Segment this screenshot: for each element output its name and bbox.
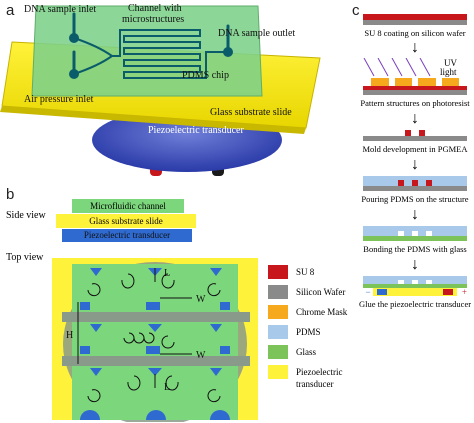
label-L-top: L: [164, 268, 170, 279]
process-step: Bonding the PDMS with glass ↓: [356, 226, 474, 276]
side-layer-piezo-text: Piezoelectric transducer: [83, 230, 171, 240]
grey-bar-1: [62, 312, 250, 322]
step-caption: Pouring PDMS on the structure: [361, 194, 469, 204]
serpentine-channel: [112, 29, 228, 79]
down-arrow-icon: ↓: [411, 156, 419, 173]
label-L-bottom: L: [164, 382, 170, 393]
legend-swatch: [268, 285, 288, 299]
legend-item: Chrome Mask: [268, 302, 364, 322]
legend-label: Piezoelectric: [296, 367, 343, 377]
step-caption: Glue the piezoelectric transducer: [358, 299, 472, 309]
legend-label: PDMS: [296, 327, 321, 337]
top-view-label: Top view: [6, 252, 44, 263]
dimension-arrows: [77, 268, 192, 388]
panel-a-illustration: DNA sample inlet Channel with microstruc…: [0, 3, 321, 176]
step-caption: SU 8 coating on silicon wafer: [364, 28, 466, 38]
step-graphic: [363, 130, 467, 141]
legend-label: Silicon Wafer: [296, 287, 346, 297]
label-air-inlet: Air pressure inlet: [24, 94, 94, 105]
panel-label-a: a: [6, 2, 15, 19]
label-transducer: Piezoelectric transducer: [148, 125, 244, 136]
step-graphic: −+: [363, 276, 467, 297]
legend-item: PDMS: [268, 322, 364, 342]
step-graphic: [363, 78, 467, 95]
top-view-diagram: L W H W L: [52, 258, 258, 422]
label-glass-slide: Glass substrate slide: [210, 107, 292, 118]
down-arrow-icon: ↓: [411, 256, 419, 273]
uv-label-2: light: [440, 67, 457, 77]
label-W-top: W: [196, 294, 206, 305]
panel-label-b: b: [6, 186, 15, 203]
panel-label-c: c: [352, 2, 360, 19]
label-W-bottom: W: [196, 350, 206, 361]
flow-swirls: [87, 273, 221, 403]
label-dna-outlet: DNA sample outlet: [218, 28, 295, 39]
side-layer-glass-text: Glass substrate slide: [89, 216, 163, 226]
step-graphic: [363, 226, 467, 241]
label-dna-inlet: DNA sample inlet: [24, 4, 96, 15]
step-graphic: [363, 14, 467, 25]
side-view-label: Side view: [6, 210, 46, 221]
minus-terminal: −: [365, 287, 371, 297]
process-step: Pouring PDMS on the structure ↓: [356, 176, 474, 226]
side-layer-glass: Glass substrate slide: [56, 214, 196, 228]
legend-label: Glass: [296, 347, 316, 357]
legend-swatch: [268, 305, 288, 319]
down-arrow-icon: ↓: [411, 110, 419, 127]
legend-item: Piezoelectric: [268, 362, 364, 382]
grey-bar-2: [62, 356, 250, 366]
process-step: SU 8 coating on silicon wafer↓: [356, 14, 474, 58]
process-step: −+Glue the piezoelectric transducer: [356, 276, 474, 309]
step-caption: Bonding the PDMS with glass: [363, 244, 467, 254]
legend-swatch: [268, 325, 288, 339]
step-graphic: [363, 176, 467, 191]
side-layer-piezo: Piezoelectric transducer: [62, 229, 192, 242]
step-caption: Mold development in PGMEA: [362, 144, 468, 154]
legend-swatch: [268, 365, 288, 379]
label-H: H: [66, 330, 73, 341]
label-channel-2: microstructures: [122, 14, 184, 25]
uv-label: UV: [444, 58, 457, 68]
label-pdms-chip: PDMS chip: [182, 70, 229, 81]
label-channel: Channel with: [128, 3, 182, 14]
legend-label: SU 8: [296, 267, 315, 277]
legend-item: Glass: [268, 342, 364, 362]
side-layer-channel-text: Microfluidic channel: [90, 201, 166, 211]
legend-piezo-line2: transducer: [296, 379, 334, 389]
process-step: Mold development in PGMEA ↓: [356, 130, 474, 176]
pdms-chip: [31, 5, 263, 97]
legend-label: Chrome Mask: [296, 307, 348, 317]
top-channel: [72, 264, 238, 420]
legend-swatch: [268, 345, 288, 359]
channel-branch: [73, 37, 113, 75]
step-caption: Pattern structures on photoresist: [360, 98, 470, 108]
side-layer-channel: Microfluidic channel: [72, 199, 184, 213]
legend-swatch: [268, 265, 288, 279]
plus-terminal: +: [461, 287, 467, 297]
down-arrow-icon: ↓: [411, 206, 419, 223]
glass-slide-edge: [0, 106, 306, 134]
legend-item: Silicon Wafer: [268, 282, 364, 302]
down-arrow-icon: ↓: [411, 39, 419, 56]
legend-item: SU 8: [268, 262, 364, 282]
